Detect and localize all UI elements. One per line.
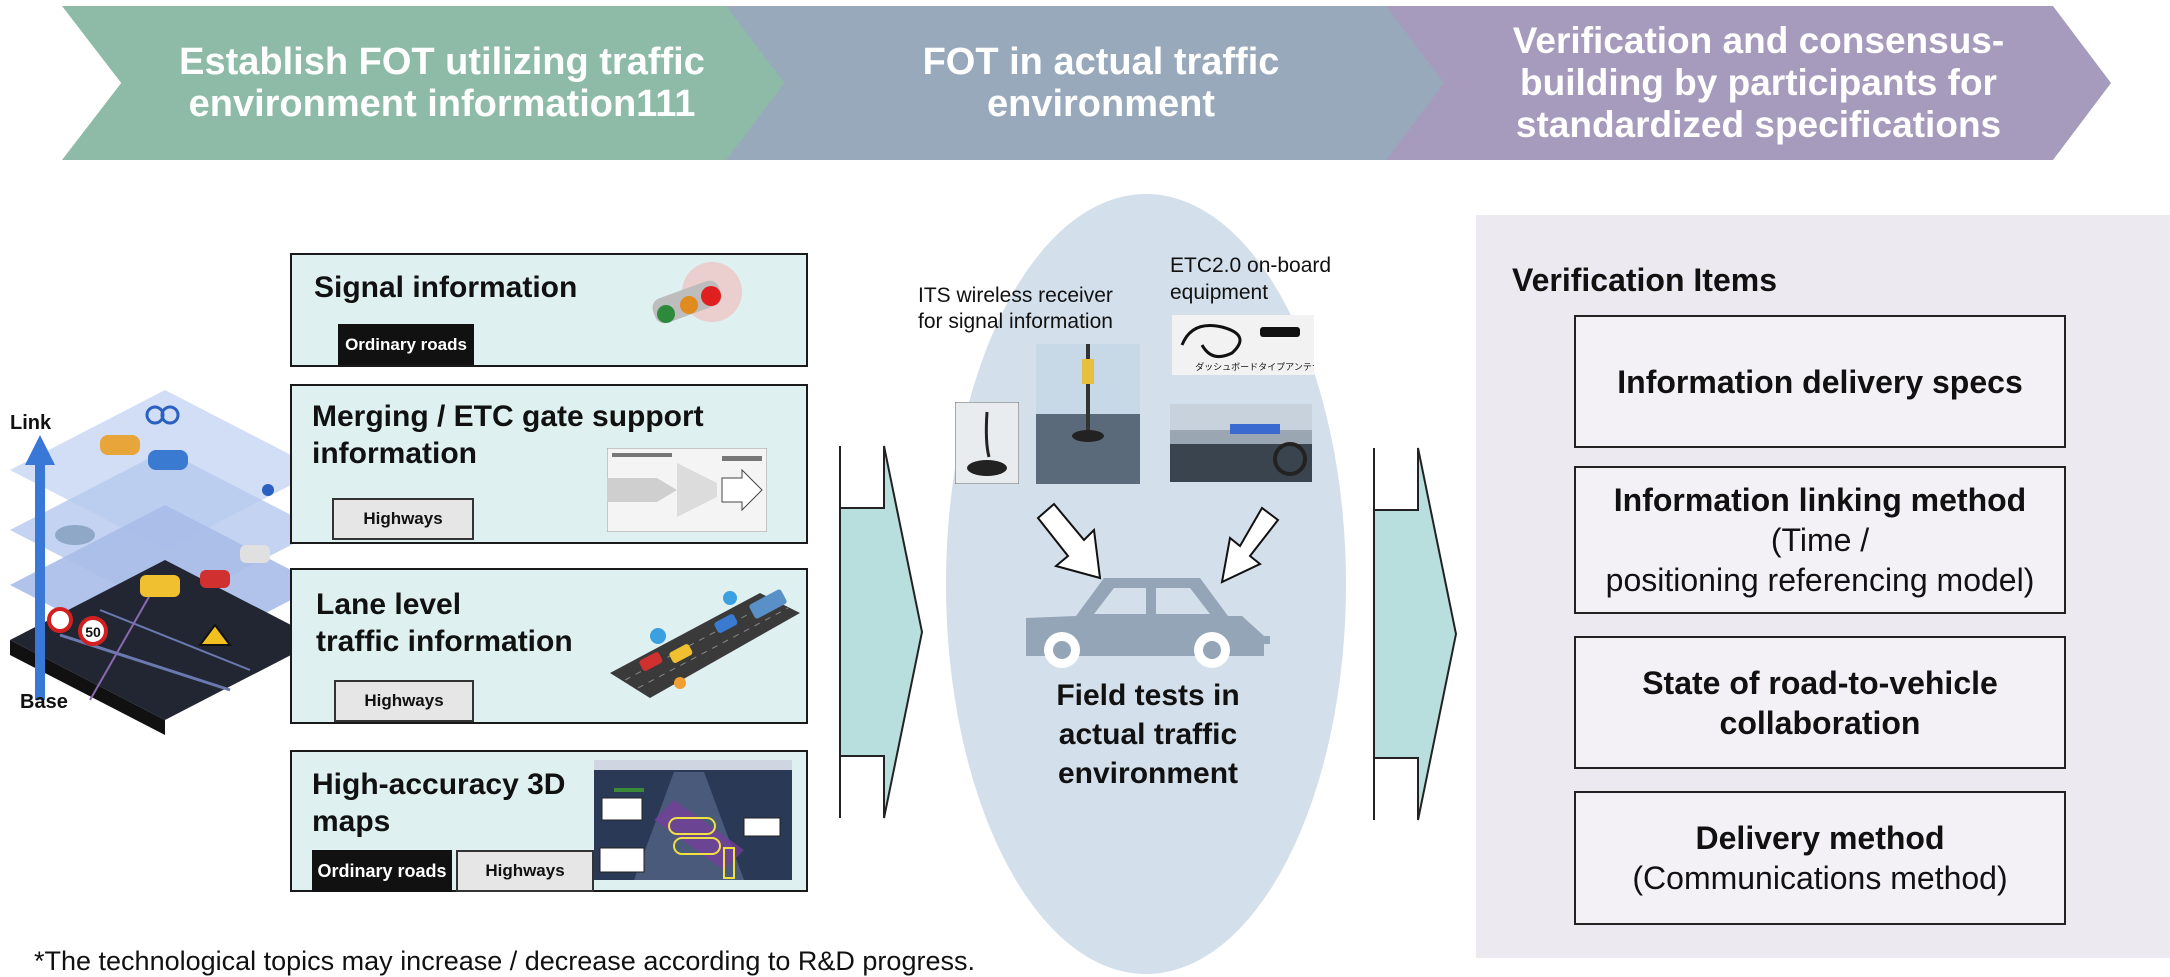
delivery-method-detail: (Communications method): [1632, 860, 2008, 896]
linking-method-detail-line1: (Time /: [1770, 522, 1870, 558]
step-fot-actual-traffic: FOT in actual traffic environment: [726, 6, 1456, 160]
lane-traffic-illustration: [610, 589, 800, 698]
flow-arrow-left: [839, 445, 924, 819]
3d-map-screenshot: [594, 760, 792, 880]
linking-method-detail-line2: positioning referencing model): [1605, 562, 2035, 598]
car-icon: [1026, 578, 1270, 668]
tag-highways: Highways: [456, 850, 594, 892]
verification-item-linking-method: Information linking method (Time / posit…: [1574, 466, 2066, 614]
field-test-caption-line2: actual traffic: [1058, 718, 1238, 751]
field-test-caption-line3: environment: [1057, 757, 1239, 790]
road-vehicle-label-line2: collaboration: [1719, 704, 1921, 741]
step-establish-fot: Establish FOT utilizing traffic environm…: [62, 6, 802, 160]
layered-map-illustration: 50: [10, 390, 300, 735]
etc-installed-photo: [1170, 404, 1312, 482]
road-vehicle-label-line1: State of road-to-vehicle: [1642, 664, 1998, 701]
step-fot-actual-traffic-label: FOT in actual traffic environment: [922, 41, 1280, 125]
receiver-device-photo: [955, 402, 1019, 484]
layer-link-label: Link: [10, 412, 52, 434]
down-arrow-right: [1220, 506, 1280, 584]
merging-etc-gate-title: Merging / ETC gate support information: [312, 400, 704, 470]
etc-antenna-photo: ダッシュボードタイプアンテナ: [1172, 315, 1314, 375]
tag-highways: Highways: [332, 498, 474, 540]
lane-level-title-line2: traffic information: [316, 625, 573, 658]
merging-etc-gate-box: Merging / ETC gate support information H…: [290, 384, 808, 544]
traffic-light-icon: [652, 262, 742, 324]
verification-item-road-vehicle: State of road-to-vehicle collaboration: [1574, 636, 2066, 769]
speed-sign-text: 50: [85, 624, 101, 640]
linking-method-label: Information linking method: [1613, 482, 2027, 518]
down-arrow-left: [1036, 502, 1102, 580]
verification-item-delivery-specs: Information delivery specs: [1574, 315, 2066, 448]
delivery-method-label: Delivery method: [1695, 820, 1945, 856]
lane-level-traffic-box: Lane level traffic information Highways: [290, 568, 808, 724]
its-receiver-label-line2: for signal information: [918, 310, 1113, 333]
footnote: *The technological topics may increase /…: [34, 946, 975, 976]
delivery-specs-label: Information delivery specs: [1617, 363, 2023, 400]
tag-ordinary-roads: Ordinary roads: [312, 850, 452, 892]
tag-highways: Highways: [334, 680, 474, 722]
field-test-caption: Field tests in actual traffic environmen…: [1020, 676, 1276, 793]
tag-ordinary-roads: Ordinary roads: [338, 324, 474, 365]
high-accuracy-3d-maps-box: High-accuracy 3D maps Ordinary roads Hig…: [290, 750, 808, 892]
flow-arrow-right: [1373, 447, 1458, 821]
step-verification-consensus-label: Verification and consensus-building by p…: [1512, 20, 2005, 145]
receiver-installed-photo: [1036, 344, 1140, 484]
lane-level-title-line1: Lane level: [316, 588, 462, 621]
verification-item-delivery-method: Delivery method (Communications method): [1574, 791, 2066, 925]
3d-maps-title: High-accuracy 3D maps: [312, 768, 566, 838]
etc-equipment-label-line2: equipment: [1170, 281, 1269, 304]
its-receiver-label-line1: ITS wireless receiver: [918, 284, 1113, 307]
step-establish-fot-label: Establish FOT utilizing traffic environm…: [179, 41, 705, 125]
signal-information-title: Signal information: [314, 271, 578, 304]
step-verification-consensus: Verification and consensus-building by p…: [1386, 6, 2111, 160]
layer-base-label: Base: [20, 691, 68, 713]
gate-diagram-icon: [607, 448, 767, 532]
verification-heading: Verification Items: [1512, 262, 1777, 298]
field-test-caption-line1: Field tests in: [1056, 679, 1240, 712]
signal-information-box: Signal information Ordinary roads: [290, 253, 808, 367]
antenna-caption: ダッシュボードタイプアンテナ: [1195, 361, 1314, 373]
etc-equipment-label-line1: ETC2.0 on-board: [1170, 254, 1332, 277]
